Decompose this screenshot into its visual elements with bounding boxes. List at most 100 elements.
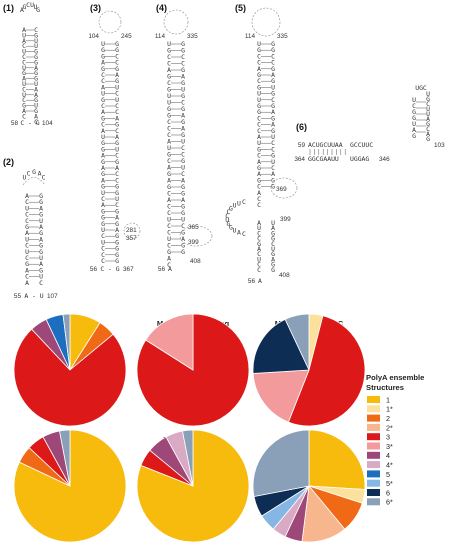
nucleotide: G [115,207,119,215]
nucleotide: G [115,40,119,48]
nucleotide: G [167,47,171,55]
nucleotide: U [167,92,171,100]
nucleotide: G [181,66,185,74]
nucleotide: U [412,96,416,104]
nucleotide: U [225,216,229,224]
nucleotide: C [242,230,246,238]
nucleotide: U [167,144,171,152]
nucleotide: G [34,48,38,56]
nucleotide: A [257,133,261,141]
nucleotide: C [227,208,231,216]
nucleotide: G [181,47,185,55]
nucleotide: G [181,131,185,139]
nucleotide: C [101,257,105,265]
nucleotide: G [34,75,38,83]
nucleotide: C [22,96,26,104]
nucleotide: G [271,250,275,258]
nucleotide: G [115,245,119,253]
legend-entry-3: 3 [367,433,390,442]
nucleotide: U [25,248,29,256]
nucleotide: G [271,183,275,191]
nucleotide: C [22,53,26,61]
nucleotide: A [20,6,24,14]
nucleotide: C [115,102,119,110]
nucleotide: C [22,112,26,120]
legend-entry-2-star: 2* [367,423,393,432]
structure-legend: PolyA ensembleStructures11*22*33*44*55*6… [366,373,424,507]
mid-number-a: 281 [126,227,137,234]
three-prime-number: 104 [42,120,53,127]
nucleotide: G [101,65,105,73]
nucleotide: A [257,158,261,166]
right-start-number: 335 [277,33,288,40]
nucleotide: U [34,37,38,45]
nucleotide: G [22,102,26,110]
nucleotide: C [101,77,105,85]
nucleotide: G [181,203,185,211]
top-right-number: 103 [434,142,445,149]
pie-chart-1: Monomer 414 [13,313,127,427]
nucleotide: C [167,242,171,250]
nucleotide: A [257,65,261,73]
nucleotide: G [115,257,119,265]
nucleotide: G [101,183,105,191]
nucleotide: C [101,251,105,259]
legend-label: 4 [386,451,390,460]
nucleotide: A [22,37,26,45]
nucleotide: C [25,198,29,206]
nucleotide: U [115,83,119,91]
nucleotide: G [181,105,185,113]
nucleotide: A [115,71,119,79]
nucleotide: C [257,127,261,135]
nucleotide: G [181,118,185,126]
nucleotide: U [25,235,29,243]
nucleotide: G [39,211,43,219]
nucleotide: G [36,6,40,14]
nucleotide: G [271,114,275,122]
nucleotide: C [271,240,275,248]
nucleotide: C [22,58,26,66]
nucleotide: C [115,127,119,135]
nucleotide: U [167,99,171,107]
nucleotide: G [257,164,261,172]
legend-label: 2* [386,423,393,432]
mid-number-a: 369 [276,186,287,193]
nucleotide: G [229,204,233,212]
nucleotide: A [38,169,42,177]
nucleotide: C [257,114,261,122]
nucleotide: G [167,183,171,191]
nucleotide: A [271,224,275,232]
nucleotide: G [32,168,36,176]
base-pair-lines [416,101,426,133]
nucleotide: C [271,145,275,153]
nucleotide: A [181,177,185,185]
legend-swatch [367,489,380,496]
legend-title-line1: PolyA ensemble [366,373,424,382]
pie-chart-3: Monomer 414 + NC [252,313,366,427]
legend-label: 5* [386,479,393,488]
nucleotide: U [167,235,171,243]
mid-number-a: 365 [188,224,199,231]
nucleotide: A [181,235,185,243]
nucleotide: A [101,59,105,67]
nucleotide: G [101,139,105,147]
nucleotide: G [271,40,275,48]
nucleotide: G [115,189,119,197]
pie-chart-6: Dimer 414 + NC [252,429,366,543]
nucleotide: U [257,96,261,104]
nucleotide: C [167,125,171,133]
nucleotide: G [271,65,275,73]
nucleotide: U [39,273,43,281]
nucleotide: C [115,176,119,184]
nucleotide: C [271,164,275,172]
three-prime-number: 408 [190,258,201,265]
nucleotide: A [181,125,185,133]
nucleotide: G [257,102,261,110]
nucleotide: U [34,80,38,88]
